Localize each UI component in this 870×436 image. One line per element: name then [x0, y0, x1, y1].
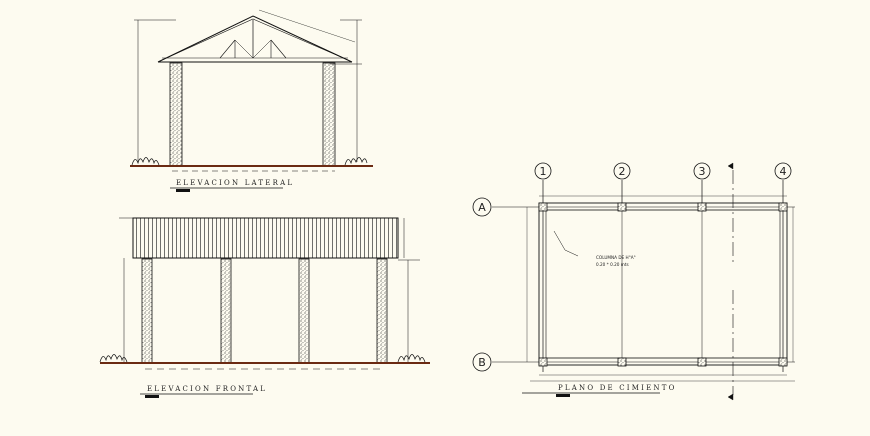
- axis-label-2: 2: [619, 165, 626, 178]
- title-lateral: ELEVACION LATERAL: [176, 179, 294, 187]
- axis-label-a: A: [478, 201, 486, 214]
- column-right: [322, 62, 336, 167]
- axis-label-3: 3: [699, 165, 706, 178]
- foundation-plan: [492, 162, 795, 401]
- roof-panel: [132, 217, 399, 259]
- axis-label-4: 4: [780, 165, 787, 178]
- lateral-elevation: [130, 9, 373, 172]
- title-frontal: ELEVACION FRONTAL: [147, 385, 267, 393]
- column-1: [141, 258, 153, 364]
- roof-outline: [157, 15, 353, 63]
- plan-column-a1: [538, 202, 548, 212]
- axis-bubbles-numbers: [534, 162, 792, 180]
- column-3: [298, 258, 310, 364]
- column-note-line2: 0.20 * 0.20 mts: [596, 262, 629, 267]
- column-note-line1: COLUMNA DE H°A°: [596, 255, 636, 260]
- title-plan: PLANO DE CIMIENTO: [558, 384, 677, 392]
- axis-bubbles-letters: [472, 197, 492, 372]
- column-left: [169, 62, 183, 167]
- column-4: [376, 258, 388, 364]
- frontal-elevation: [99, 217, 430, 370]
- axis-label-1: 1: [540, 165, 547, 178]
- column-2: [220, 258, 232, 364]
- axis-label-b: B: [478, 356, 486, 369]
